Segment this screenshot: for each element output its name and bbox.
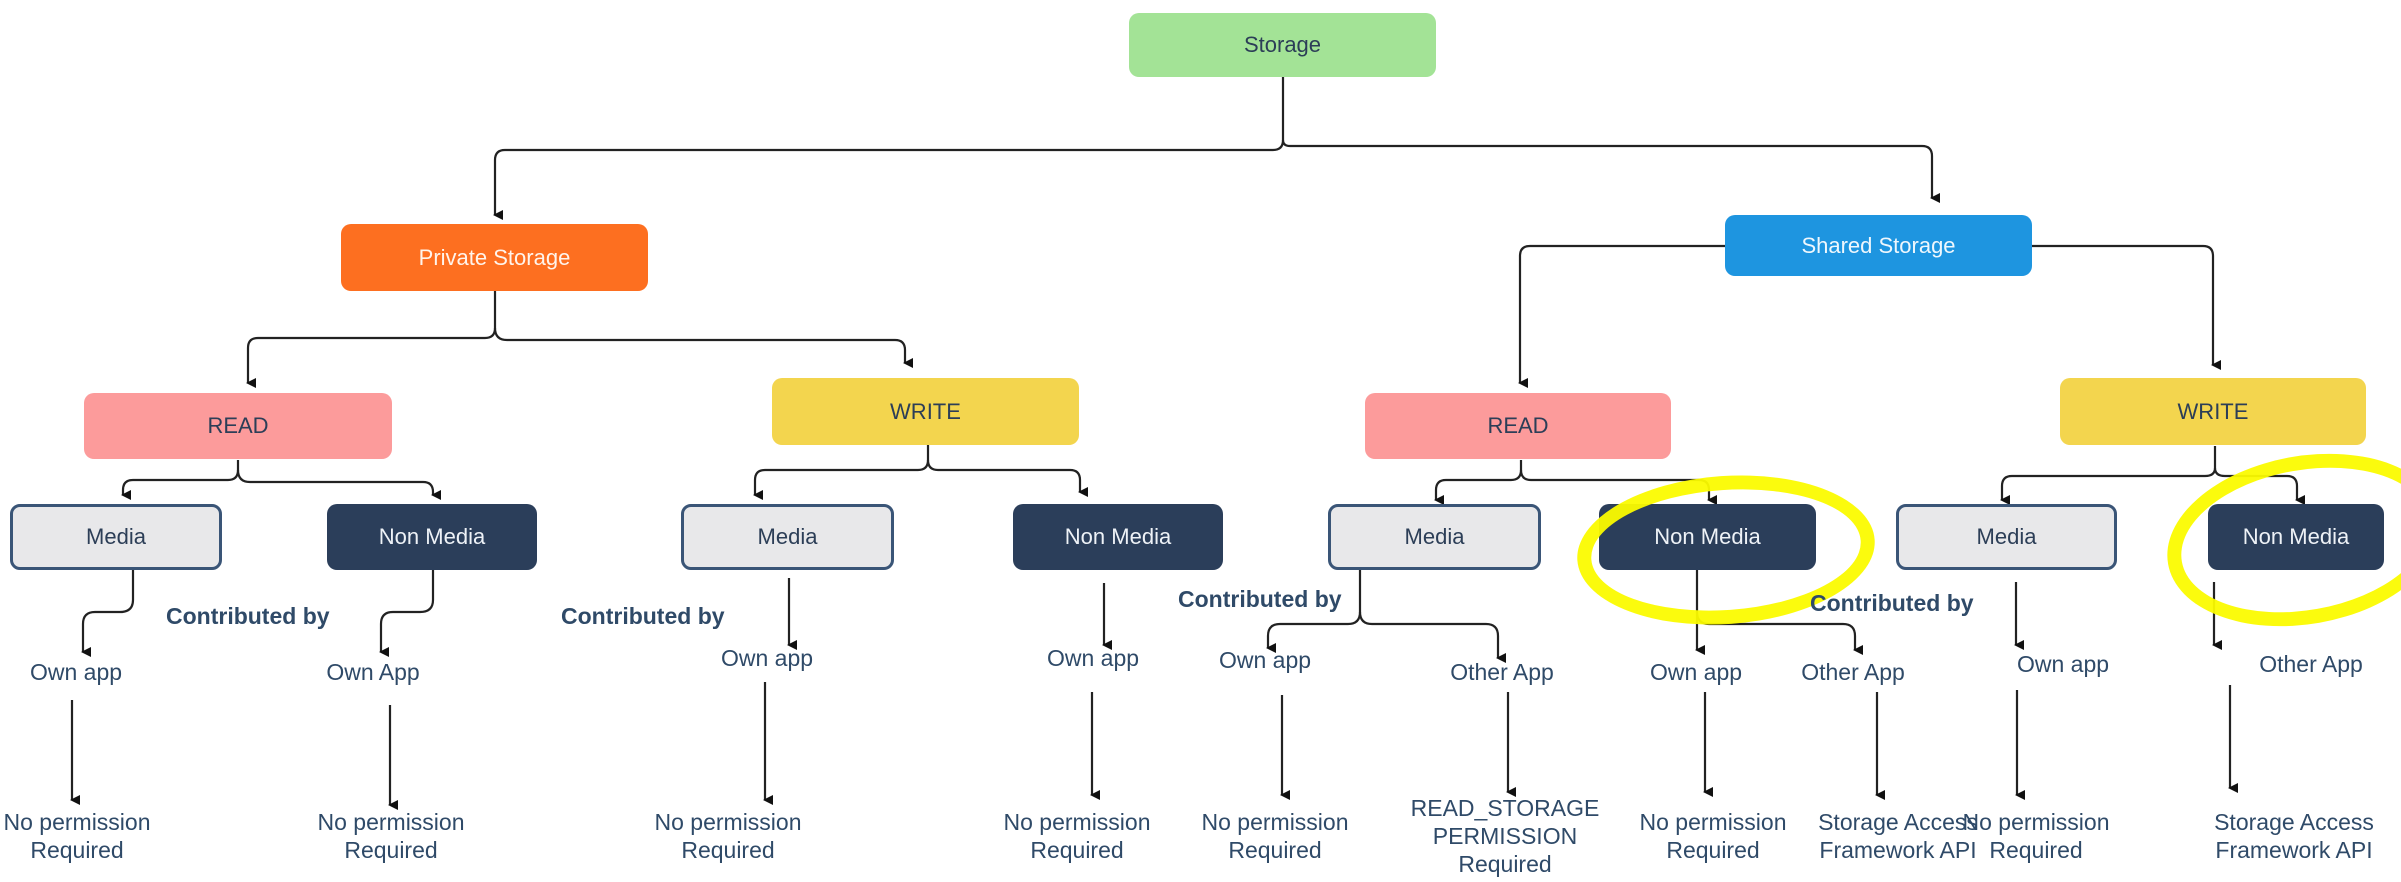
source-label: Other App bbox=[1450, 659, 1554, 685]
private-read-nonmedia-node: Non Media bbox=[327, 504, 537, 570]
edge-sread-nonmedia bbox=[1519, 469, 1717, 505]
storage-node: Storage bbox=[1129, 13, 1436, 77]
source-label: Own app bbox=[29, 659, 123, 685]
edge-srn-other bbox=[1695, 611, 1863, 655]
private-read-label: READ bbox=[207, 413, 269, 438]
edge-pread-media bbox=[121, 460, 240, 500]
shared-storage-label: Shared Storage bbox=[1801, 232, 1956, 258]
shared-read-nonmedia-node: Non Media bbox=[1599, 504, 1816, 570]
edge-shared-write bbox=[2032, 244, 2221, 370]
edge-root-shared bbox=[1281, 139, 1940, 203]
shared-write-media-node: Media bbox=[1896, 504, 2117, 570]
source-label: Other App bbox=[2259, 651, 2363, 677]
edge-srm-other bbox=[1358, 611, 1506, 663]
shared-write-media-label: Media bbox=[1976, 524, 2037, 549]
edge-private-write bbox=[493, 327, 913, 368]
contributed-by-label: Contributed by bbox=[561, 603, 725, 629]
source-label: Own app bbox=[2016, 651, 2110, 677]
edge-sread-media bbox=[1434, 460, 1523, 505]
private-write-nonmedia-label: Non Media bbox=[1064, 524, 1172, 549]
shared-write-label: WRITE bbox=[2177, 398, 2249, 424]
shared-read-label: READ bbox=[1487, 413, 1549, 438]
private-read-nonmedia-label: Non Media bbox=[378, 524, 486, 549]
source-label: Own app bbox=[1649, 659, 1743, 685]
edge-swrite-media bbox=[2000, 446, 2217, 505]
edge-root-private bbox=[493, 76, 1285, 220]
storage-node-label: Storage bbox=[1243, 32, 1322, 57]
edge-swrite-nonmedia bbox=[2213, 467, 2305, 505]
source-label: Own app bbox=[720, 645, 814, 671]
source-label: Own app bbox=[1046, 645, 1140, 671]
edge-srm-own bbox=[1266, 570, 1362, 653]
shared-read-nonmedia-label: Non Media bbox=[1654, 524, 1761, 549]
edge-shared-read bbox=[1518, 244, 1728, 388]
private-read-node: READ bbox=[84, 393, 392, 459]
contributed-by-label: Contributed by bbox=[1810, 590, 1974, 616]
edge-pwrite-nonmedia bbox=[926, 459, 1088, 497]
edge-private-read bbox=[246, 290, 497, 388]
edge-prm-own bbox=[81, 570, 135, 657]
shared-read-media-node: Media bbox=[1328, 504, 1541, 570]
private-read-media-node: Media bbox=[10, 504, 222, 570]
private-write-nonmedia-node: Non Media bbox=[1013, 504, 1223, 570]
shared-read-node: READ bbox=[1365, 393, 1671, 459]
private-storage-node: Private Storage bbox=[341, 224, 648, 291]
shared-storage-node: Shared Storage bbox=[1725, 215, 2032, 276]
source-label: Own app bbox=[1218, 647, 1312, 673]
private-storage-label: Private Storage bbox=[418, 244, 571, 270]
private-read-media-label: Media bbox=[86, 524, 146, 549]
private-write-label: WRITE bbox=[890, 398, 961, 424]
shared-write-node: WRITE bbox=[2060, 378, 2366, 445]
edge-pwrite-media bbox=[753, 445, 930, 500]
shared-read-media-label: Media bbox=[1404, 524, 1465, 549]
edge-prn-own bbox=[379, 570, 435, 657]
source-label: Own App bbox=[326, 659, 420, 685]
contributed-by-label: Contributed by bbox=[1178, 586, 1342, 612]
source-label: Other App bbox=[1801, 659, 1905, 685]
private-write-media-node: Media bbox=[681, 504, 894, 570]
shared-write-nonmedia-label: Non Media bbox=[2242, 524, 2350, 549]
shared-write-nonmedia-node: Non Media bbox=[2208, 504, 2384, 570]
private-write-media-label: Media bbox=[757, 524, 818, 549]
edge-pread-nonmedia bbox=[236, 469, 441, 500]
contributed-by-label: Contributed by bbox=[166, 603, 330, 629]
private-write-node: WRITE bbox=[772, 378, 1079, 445]
